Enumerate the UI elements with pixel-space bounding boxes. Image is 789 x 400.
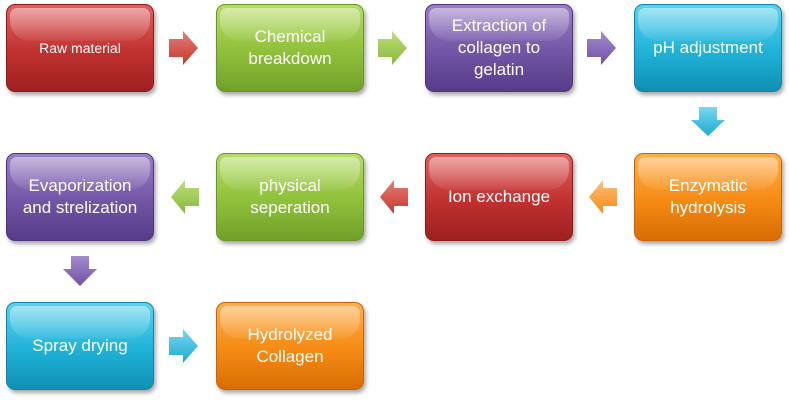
step-ph-adjustment: pH adjustment xyxy=(634,4,782,92)
step-label: Evaporization and strelization xyxy=(22,176,138,217)
arrow-left-icon xyxy=(380,180,408,214)
arrow-right-icon xyxy=(378,31,407,65)
arrow-right-icon xyxy=(169,31,198,65)
step-label: Spray drying xyxy=(32,336,128,355)
step-label: Hydrolyzed Collagen xyxy=(247,325,333,366)
step-label: Chemical breakdown xyxy=(248,27,332,68)
step-label: Extraction of collagen to gelatin xyxy=(451,16,547,79)
arrow-down-icon xyxy=(63,256,97,286)
arrow-right-icon xyxy=(587,31,616,65)
step-hydrolyzed-collagen: Hydrolyzed Collagen xyxy=(216,302,364,390)
step-label: Enzymatic hydrolysis xyxy=(668,176,748,217)
step-enzymatic-hydrolysis: Enzymatic hydrolysis xyxy=(634,153,782,241)
arrow-down-icon xyxy=(691,107,725,136)
step-raw-material: Raw material xyxy=(6,4,154,92)
step-label: pH adjustment xyxy=(653,38,763,57)
step-chemical-breakdown: Chemical breakdown xyxy=(216,4,364,92)
step-evaporization: Evaporization and strelization xyxy=(6,153,154,241)
step-ion-exchange: Ion exchange xyxy=(425,153,573,241)
arrow-right-icon xyxy=(169,329,198,363)
step-extraction: Extraction of collagen to gelatin xyxy=(425,4,573,92)
step-label: Ion exchange xyxy=(447,187,551,206)
step-physical-separation: physical seperation xyxy=(216,153,364,241)
arrow-left-icon xyxy=(589,180,617,214)
step-spray-drying: Spray drying xyxy=(6,302,154,390)
step-label: physical seperation xyxy=(250,176,330,217)
arrow-left-icon xyxy=(171,180,199,214)
step-label: Raw material xyxy=(39,40,121,56)
